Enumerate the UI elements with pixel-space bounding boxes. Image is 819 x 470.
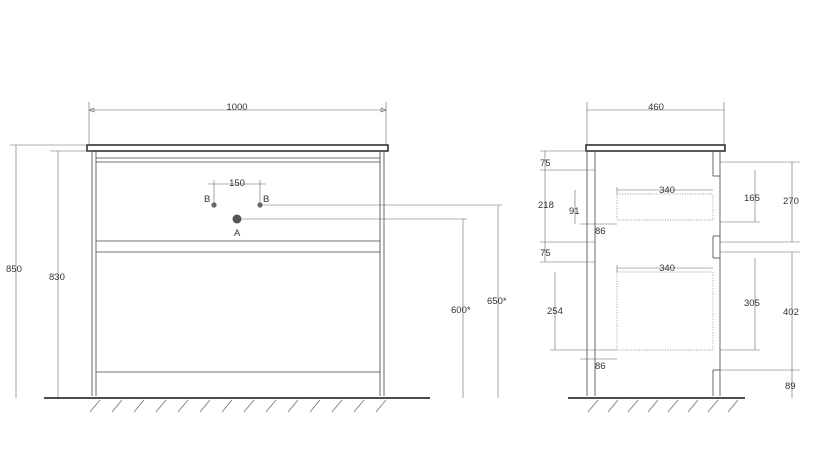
- tap-hole-left-marker: [211, 202, 217, 208]
- mid-offset-label: 75: [540, 248, 551, 259]
- drawer2-outer-height-label: 402: [783, 307, 799, 318]
- drawer1-outer-height-label: 270: [783, 196, 799, 207]
- drawer1-depth-offset-label: 91: [569, 206, 580, 217]
- drawer1-gap-label: 86: [595, 226, 606, 237]
- drawer-1-box: [616, 193, 714, 221]
- drain-label: A: [234, 228, 241, 239]
- tap-hole-right-marker: [257, 202, 263, 208]
- total-height-label: 850: [6, 264, 22, 275]
- tap-height-label: 650*: [487, 296, 507, 307]
- top-offset-label: 75: [540, 158, 551, 169]
- drawer1-inner-height-label: 165: [744, 193, 760, 204]
- side-ground-hatch: [587, 399, 739, 413]
- front-worktop: [86, 144, 389, 152]
- side-view: 460 340 340 75 218 91 86: [538, 102, 800, 413]
- side-depth-label: 460: [648, 102, 664, 113]
- body-height-label: 830: [49, 272, 65, 283]
- side-worktop: [585, 144, 726, 152]
- tap-label-left: B: [204, 194, 210, 205]
- tap-label-right: B: [263, 194, 269, 205]
- front-view: 1000 150 B B A 600* 650*: [6, 102, 507, 413]
- drawer2-gap-label: 86: [595, 361, 606, 372]
- drawer-2-box: [616, 271, 714, 351]
- drain-marker: [232, 214, 242, 224]
- drawer1-width-label: 340: [659, 185, 675, 196]
- drawer2-width-label: 340: [659, 263, 675, 274]
- front-width-label: 1000: [226, 102, 247, 113]
- drawer2-front-label: 254: [547, 306, 563, 317]
- tap-spacing-label: 150: [229, 178, 245, 189]
- drawer2-inner-height-label: 305: [744, 298, 760, 309]
- front-ground-hatch: [89, 399, 387, 413]
- drain-height-label: 600*: [451, 305, 471, 316]
- drawer1-front-label: 218: [538, 200, 554, 211]
- plinth-height-label: 89: [785, 381, 796, 392]
